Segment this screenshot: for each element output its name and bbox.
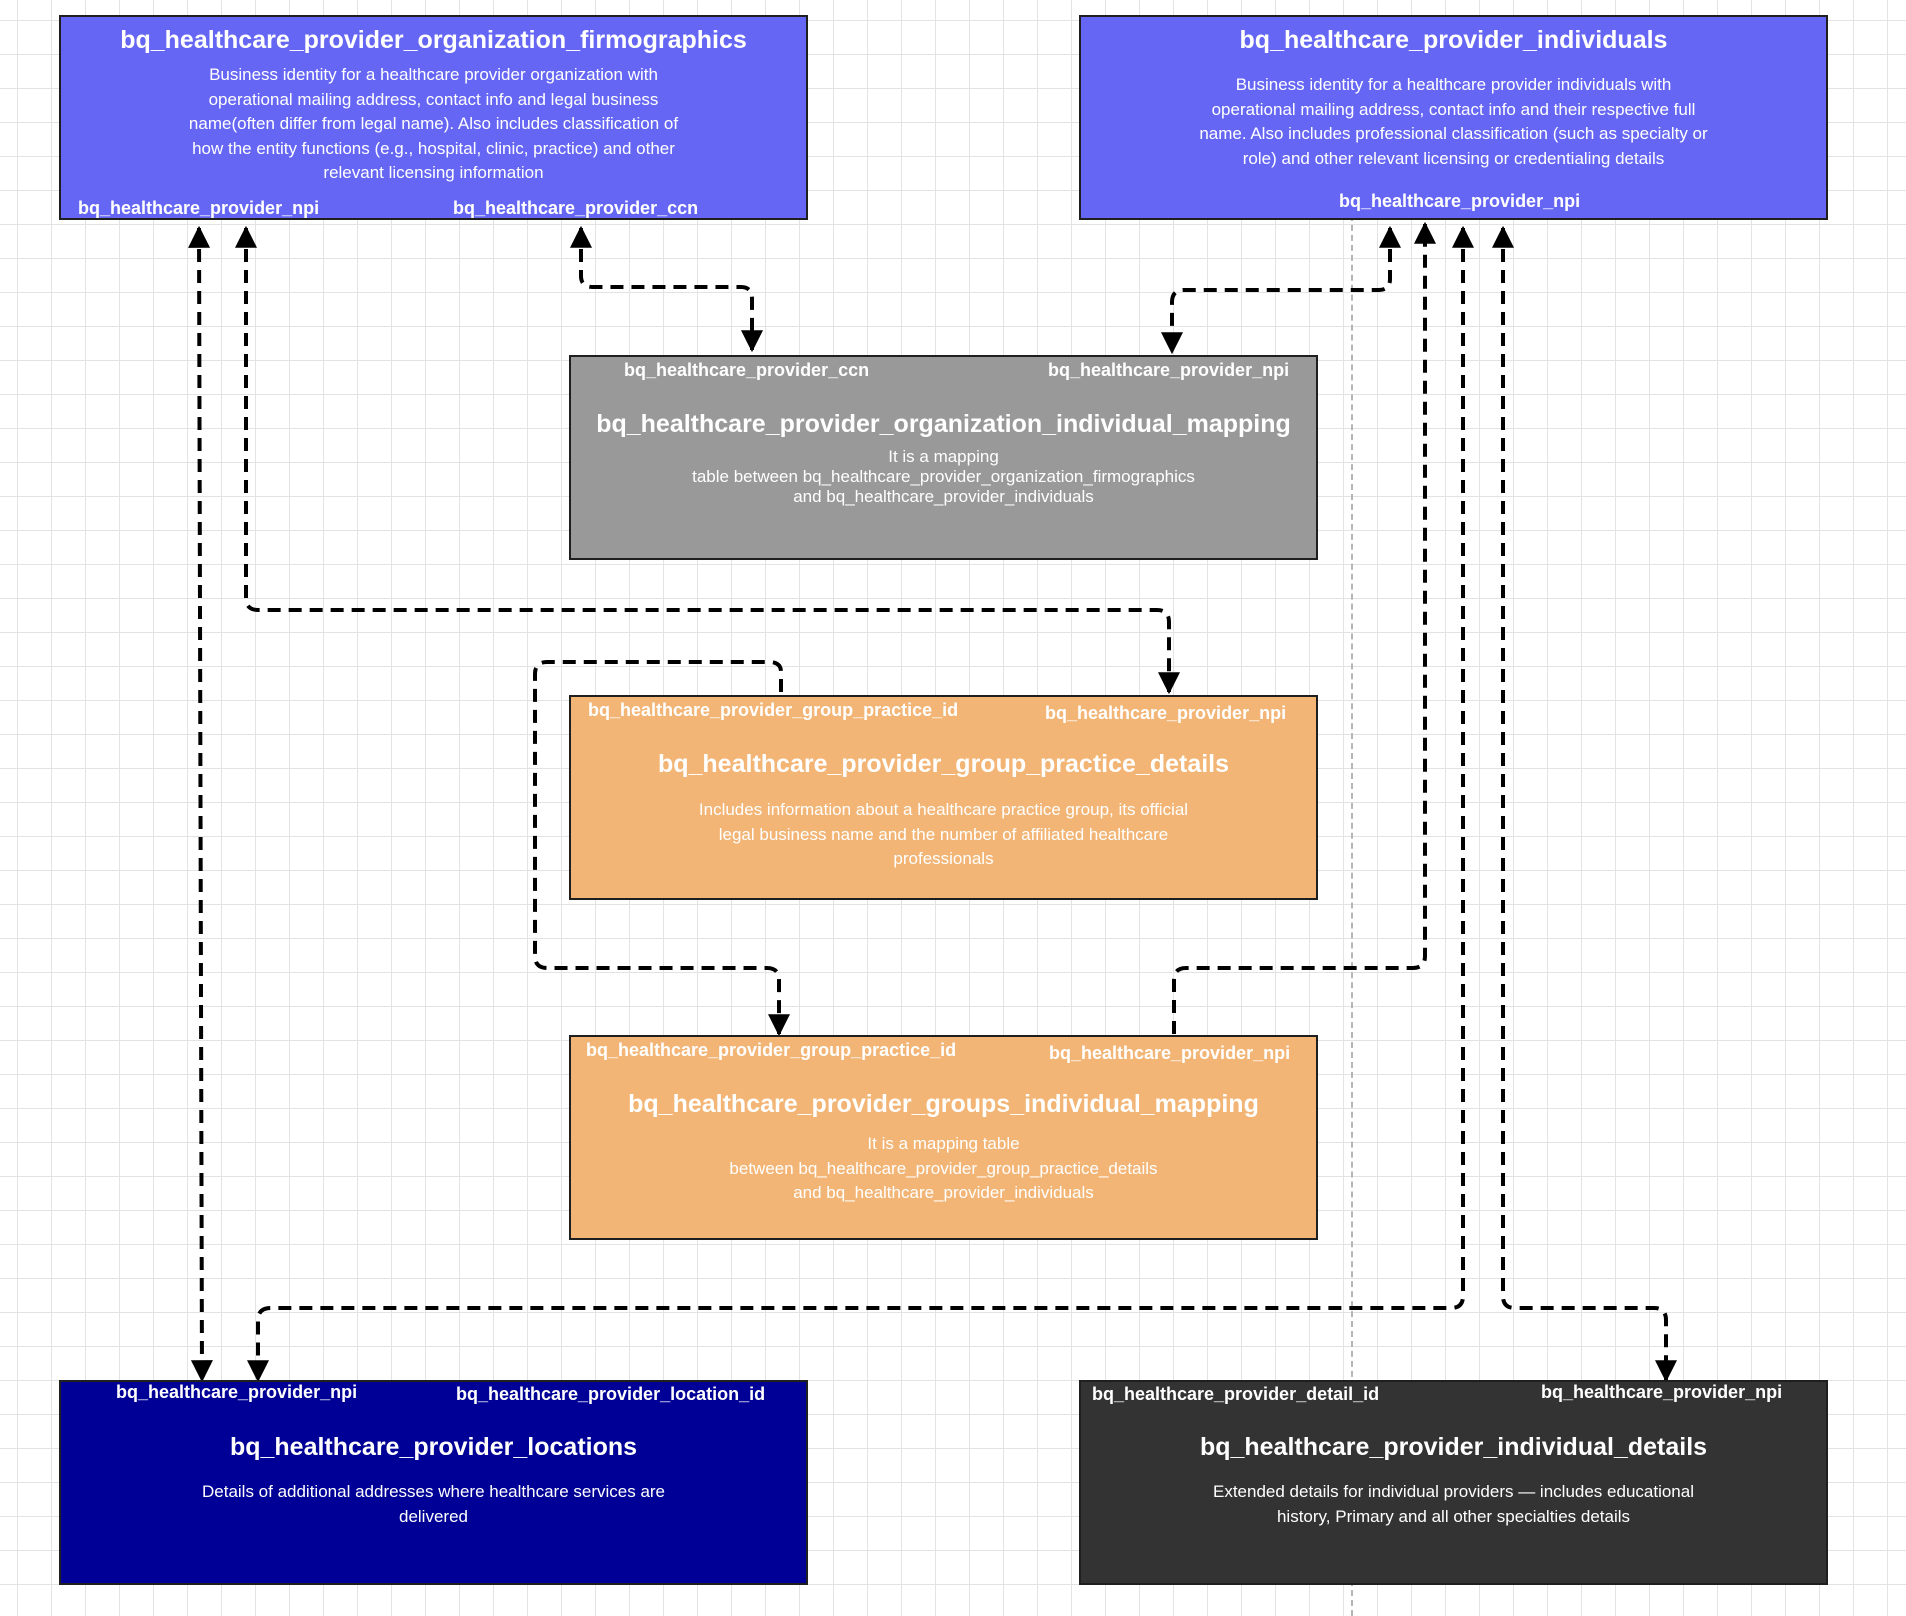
org-mapping-key-npi[interactable]: bq_healthcare_provider_npi <box>1048 360 1290 380</box>
locations-description: Details of additional addresses where he… <box>201 1482 666 1526</box>
firmographics-table[interactable]: bq_healthcare_provider_organization_firm… <box>59 15 808 220</box>
locations-table[interactable]: bq_healthcare_provider_npi bq_healthcare… <box>59 1380 808 1585</box>
individuals-table[interactable]: bq_healthcare_provider_individuals Busin… <box>1079 15 1828 220</box>
firmographics-title: bq_healthcare_provider_organization_firm… <box>120 26 747 54</box>
groups-individual-mapping-table[interactable]: bq_healthcare_provider_group_practice_id… <box>569 1035 1318 1240</box>
locations-title: bq_healthcare_provider_locations <box>229 1433 638 1461</box>
edge-individuals-npi-to-individual-details-npi <box>1492 225 1677 1383</box>
firmographics-key-ccn[interactable]: bq_healthcare_provider_ccn <box>453 198 699 218</box>
group-practice-details-table[interactable]: bq_healthcare_provider_group_practice_id… <box>569 695 1318 900</box>
group-practice-description: Includes information about a healthcare … <box>698 800 1189 868</box>
individual-details-key-npi[interactable]: bq_healthcare_provider_npi <box>1541 1382 1783 1402</box>
group-practice-key-id[interactable]: bq_healthcare_provider_group_practice_id <box>588 700 959 720</box>
individuals-title: bq_healthcare_provider_individuals <box>1239 26 1668 54</box>
edge-group-practice-id-to-groups-mapping-id <box>533 660 790 1037</box>
firmographics-key-npi[interactable]: bq_healthcare_provider_npi <box>78 198 320 218</box>
org-mapping-key-ccn[interactable]: bq_healthcare_provider_ccn <box>624 360 870 380</box>
groups-mapping-key-npi[interactable]: bq_healthcare_provider_npi <box>1049 1043 1291 1063</box>
edge-individuals-npi-to-locations-npi <box>247 225 1474 1383</box>
individual-details-key-detail-id[interactable]: bq_healthcare_provider_detail_id <box>1092 1384 1380 1404</box>
org-mapping-title: bq_healthcare_provider_organization_indi… <box>596 410 1291 438</box>
individual-details-table[interactable]: bq_healthcare_provider_detail_id bq_heal… <box>1079 1380 1828 1585</box>
locations-key-location-id[interactable]: bq_healthcare_provider_location_id <box>456 1384 766 1404</box>
edge-firmographics-npi-to-locations-npi <box>188 225 213 1383</box>
individual-details-title: bq_healthcare_provider_individual_detail… <box>1199 1433 1708 1461</box>
individuals-key-npi[interactable]: bq_healthcare_provider_npi <box>1339 191 1581 211</box>
groups-mapping-key-id[interactable]: bq_healthcare_provider_group_practice_id <box>586 1040 957 1060</box>
individual-details-description: Extended details for individual provider… <box>1212 1482 1694 1526</box>
locations-key-npi[interactable]: bq_healthcare_provider_npi <box>116 1382 358 1402</box>
edge-firmographics-ccn-to-org-mapping-ccn <box>570 225 763 353</box>
group-practice-key-npi[interactable]: bq_healthcare_provider_npi <box>1045 703 1287 723</box>
org-individual-mapping-table[interactable]: bq_healthcare_provider_ccn bq_healthcare… <box>569 355 1318 560</box>
groups-mapping-title: bq_healthcare_provider_groups_individual… <box>628 1090 1259 1118</box>
group-practice-title: bq_healthcare_provider_group_practice_de… <box>657 750 1230 778</box>
groups-mapping-description: It is a mapping table between bq_healthc… <box>729 1134 1158 1202</box>
edge-individuals-npi-to-groups-mapping-npi <box>1172 221 1436 1034</box>
edge-individuals-npi-to-org-mapping-npi <box>1161 225 1401 355</box>
firmographics-description: Business identity for a healthcare provi… <box>188 65 679 182</box>
individuals-description: Business identity for a healthcare provi… <box>1199 75 1708 168</box>
org-mapping-description: It is a mapping table between bq_healthc… <box>692 447 1195 506</box>
